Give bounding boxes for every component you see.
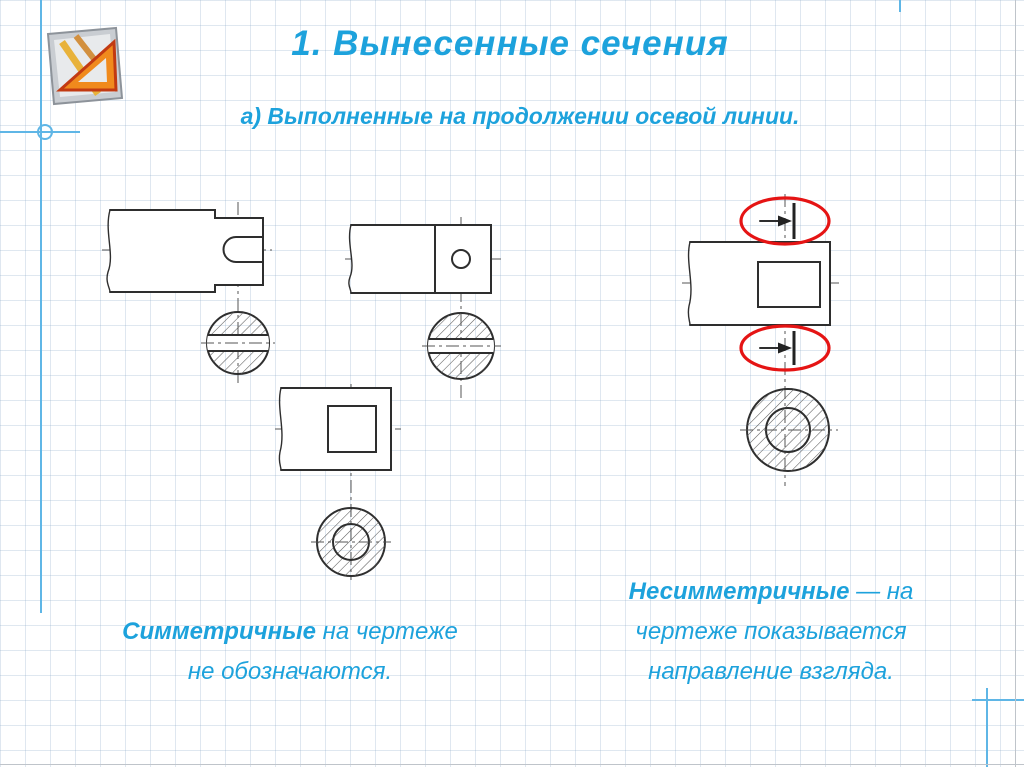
bottom-right-vline <box>986 688 988 767</box>
top-right-tick <box>899 0 901 12</box>
red-highlight-ellipse <box>739 324 831 372</box>
caption-symmetric-term: Симметричные <box>122 618 316 645</box>
hole <box>451 249 471 269</box>
caption-symmetric: Симметричные на чертеже не обозначаются. <box>122 618 458 685</box>
inner-cavity <box>757 261 821 308</box>
drawing-asymmetric-section <box>682 194 840 486</box>
inner-cavity <box>327 405 377 453</box>
left-margin-line <box>40 0 42 613</box>
keyway-slot <box>222 236 264 263</box>
caption-asymmetric: Несимметричные — на чертеже показывается… <box>628 578 914 685</box>
break-line <box>348 224 353 294</box>
drafting-tools-icon <box>46 26 124 106</box>
section-keyway <box>201 311 275 375</box>
margin-loop-ornament <box>37 124 53 140</box>
section-hole <box>422 312 501 380</box>
arrow-with-bar-icon <box>778 215 792 227</box>
view-direction-mark-top <box>739 196 831 246</box>
bottom-right-hline <box>972 699 1024 701</box>
drawing-shaft-cavity <box>275 384 401 580</box>
slide-bottom-edge <box>0 764 1024 765</box>
break-line <box>278 387 283 471</box>
caption-asymmetric-term: Несимметричные <box>628 578 850 605</box>
arrow-with-bar-icon <box>778 342 792 354</box>
slide-subtitle: а) Выполненные на продолжении осевой лин… <box>240 103 800 129</box>
drawing-shaft-keyway <box>102 202 275 384</box>
view-direction-mark-bottom <box>739 324 831 372</box>
slide-title: 1. Вынесенные сечения <box>291 24 729 63</box>
break-line <box>106 209 112 293</box>
drawing-shaft-hole <box>345 217 501 399</box>
break-line <box>687 241 692 326</box>
section-ring <box>311 507 391 577</box>
slide-right-edge <box>1015 0 1016 767</box>
red-highlight-ellipse <box>739 196 831 246</box>
section-ring <box>740 388 838 472</box>
